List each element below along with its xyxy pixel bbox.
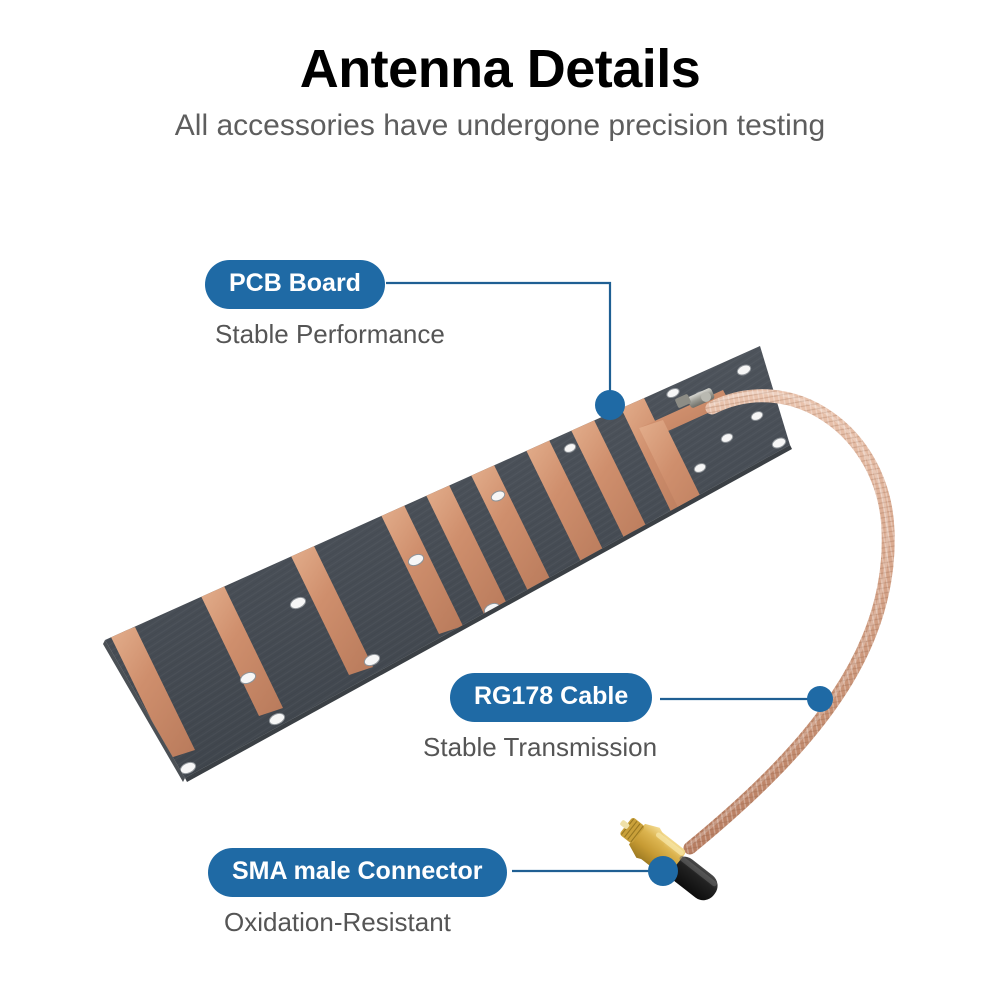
mounting-hole <box>666 387 680 399</box>
page-subtitle: All accessories have undergone precision… <box>174 109 826 143</box>
pcb-edge-bottom <box>185 445 792 782</box>
mounting-hole <box>771 437 787 449</box>
copper-trace <box>200 586 283 716</box>
pcb-texture <box>105 346 790 778</box>
copper-trace <box>425 485 508 614</box>
connector-center-pin <box>620 820 630 829</box>
callout-label-pcb-board[interactable]: PCB Board <box>205 260 385 309</box>
mounting-hole <box>750 411 764 421</box>
callout-caption-rg178-cable: Stable Transmission <box>423 732 658 762</box>
boot-highlight <box>679 855 717 887</box>
cable-solder-joint <box>675 388 715 408</box>
connector-highlight <box>655 832 684 856</box>
callout-label-sma-connector[interactable]: SMA male Connector <box>208 848 507 897</box>
copper-trace <box>570 420 653 548</box>
mounting-hole <box>720 433 734 443</box>
callout-rg178-cable[interactable]: RG178 Cable Stable Transmission <box>423 673 657 763</box>
rg178-cable <box>675 388 895 855</box>
sma-male-connector <box>620 818 718 901</box>
mounting-hole <box>363 653 381 667</box>
callout-sma-connector[interactable]: SMA male Connector Oxidation-Resistant <box>208 848 507 938</box>
header: Antenna Details All accessories have und… <box>0 40 1000 144</box>
mounting-hole <box>737 488 753 500</box>
pcb-edge-left <box>103 640 185 782</box>
copper-trace <box>110 627 195 758</box>
copper-trace <box>290 546 373 675</box>
mounting-hole <box>693 463 707 473</box>
copper-trace <box>380 505 463 634</box>
mounting-hole <box>407 553 425 567</box>
pcb-copper-traces <box>110 364 787 775</box>
cable-highlight <box>687 391 889 847</box>
mounting-hole <box>239 671 257 685</box>
callout-label-rg178-cable[interactable]: RG178 Cable <box>450 673 653 722</box>
page-title: Antenna Details <box>299 39 701 99</box>
copper-trace <box>470 465 553 593</box>
callout-caption-pcb-board: Stable Performance <box>215 319 445 349</box>
mounting-hole <box>289 596 307 610</box>
connector-threads <box>620 818 645 843</box>
mounting-hole <box>736 364 752 376</box>
callout-pcb-board[interactable]: PCB Board Stable Performance <box>205 260 445 350</box>
callout-caption-sma-connector: Oxidation-Resistant <box>224 907 451 937</box>
heatshrink-boot <box>669 856 718 901</box>
copper-trace <box>525 440 608 568</box>
pcb-board <box>103 346 792 782</box>
mounting-hole <box>268 712 286 726</box>
cable-braid-texture <box>683 389 895 855</box>
mounting-hole <box>490 490 506 502</box>
mounting-hole <box>563 443 577 453</box>
